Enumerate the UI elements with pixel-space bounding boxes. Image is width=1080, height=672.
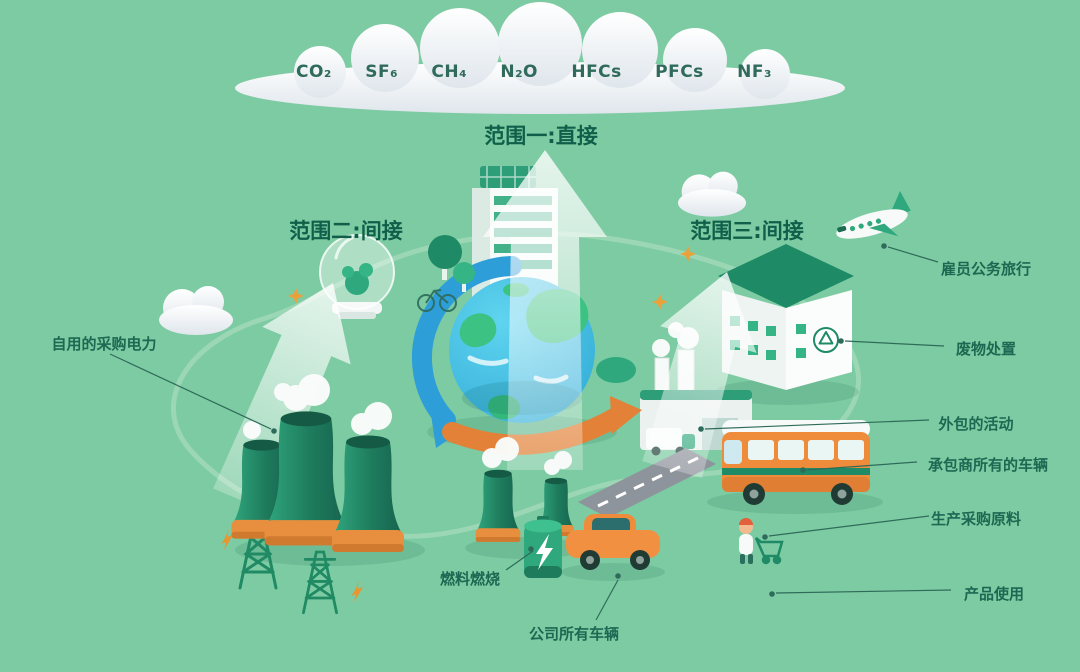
- small-cloud-right: [677, 171, 747, 217]
- gas-co2: CO₂: [296, 62, 332, 82]
- connector-dots: [271, 243, 887, 597]
- label-production-purchased-materials: 生产采购原料: [930, 510, 1022, 528]
- scope1-arrow: [483, 150, 607, 470]
- spark-icon: [221, 529, 233, 550]
- scope1-title: 范围一:直接: [484, 124, 598, 148]
- shopper-with-cart: [739, 518, 784, 565]
- bicycle-icon: [417, 289, 457, 312]
- label-fuel-combustion: 燃料燃烧: [439, 570, 501, 588]
- tower-steam: [243, 374, 392, 439]
- recycling-building: [718, 244, 854, 390]
- ghg-cloud: [235, 2, 845, 114]
- gas-sf6: SF₆: [365, 62, 399, 82]
- label-waste-disposal: 废物处置: [955, 340, 1017, 358]
- ghg-gas-list: CO₂ SF₆ CH₄ N₂O HFCs PFCs NF₃: [296, 62, 772, 82]
- label-company-owned-vehicles: 公司所有车辆: [528, 625, 620, 643]
- greenhouse-dome: [319, 234, 395, 319]
- contractor-bus: [722, 420, 870, 505]
- shopping-cart-icon: [754, 537, 784, 565]
- power-pylons: [221, 520, 363, 615]
- orange-arrowhead: [610, 396, 642, 434]
- scope3-title: 范围三:间接: [690, 219, 804, 243]
- tower-steam: [482, 437, 572, 475]
- gas-n2o: N₂O: [500, 62, 538, 82]
- label-employee-business-travel: 雇员公务旅行: [940, 260, 1032, 278]
- label-purchased-electricity: 自用的采购电力: [51, 335, 157, 353]
- label-contractor-owned-vehicles: 承包商所有的车辆: [927, 456, 1049, 474]
- label-outsourced-activities: 外包的活动: [938, 415, 1014, 433]
- small-cloud-left: [159, 286, 233, 335]
- spark-icon: [351, 581, 363, 602]
- gas-nf3: NF₃: [737, 62, 772, 82]
- connector-lines: [109, 246, 952, 621]
- airplane: [836, 191, 911, 239]
- gas-ch4: CH₄: [431, 62, 468, 82]
- small-cooling-towers: [475, 437, 574, 542]
- trees: [428, 235, 636, 383]
- gas-hfcs: HFCs: [571, 62, 622, 82]
- label-product-use: 产品使用: [963, 585, 1025, 603]
- scope3-arrow: [642, 272, 757, 478]
- company-car: [566, 514, 660, 570]
- lightning-icon: [536, 534, 553, 570]
- scope2-title: 范围二:间接: [289, 219, 403, 243]
- cooling-towers: [231, 374, 404, 552]
- gas-pfcs: PFCs: [655, 62, 704, 82]
- recycle-icon: [813, 327, 839, 353]
- fuel-canister: [524, 516, 562, 578]
